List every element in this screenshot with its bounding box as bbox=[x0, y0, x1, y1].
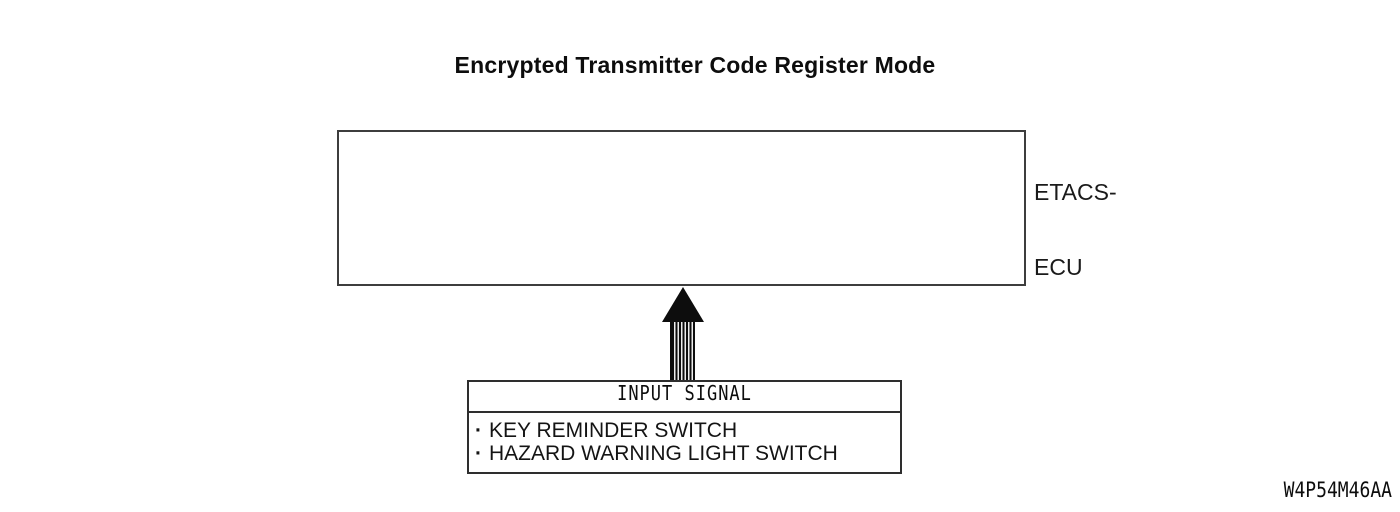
list-item: · KEY REMINDER SWITCH bbox=[475, 419, 896, 442]
list-item: · HAZARD WARNING LIGHT SWITCH bbox=[475, 442, 896, 465]
figure-code-text: W4P54M46AA bbox=[1283, 477, 1392, 504]
bullet-icon: · bbox=[475, 419, 482, 442]
etacs-ecu-label-line2: ECU bbox=[1034, 254, 1083, 280]
etacs-ecu-label-line1: ETACS- bbox=[1034, 179, 1117, 205]
up-arrow-shaft bbox=[670, 320, 695, 381]
input-signal-header-label: INPUT SIGNAL bbox=[617, 381, 752, 407]
figure-code: W4P54M46AA bbox=[1283, 477, 1392, 504]
signal-item-label: HAZARD WARNING LIGHT SWITCH bbox=[489, 442, 838, 465]
bullet-icon: · bbox=[475, 442, 482, 465]
signal-item-label: KEY REMINDER SWITCH bbox=[489, 419, 738, 442]
input-signal-box: INPUT SIGNAL · KEY REMINDER SWITCH · HAZAR… bbox=[467, 380, 902, 474]
diagram-title: Encrypted Transmitter Code Register Mode bbox=[454, 52, 936, 78]
etacs-ecu-box bbox=[337, 130, 1026, 286]
etacs-ecu-label: ETACS- ECU bbox=[1034, 130, 1117, 330]
input-signal-header: INPUT SIGNAL bbox=[469, 382, 900, 413]
up-arrow-icon bbox=[662, 287, 704, 322]
input-signal-list: · KEY REMINDER SWITCH · HAZARD WARNING LIG… bbox=[469, 413, 900, 465]
